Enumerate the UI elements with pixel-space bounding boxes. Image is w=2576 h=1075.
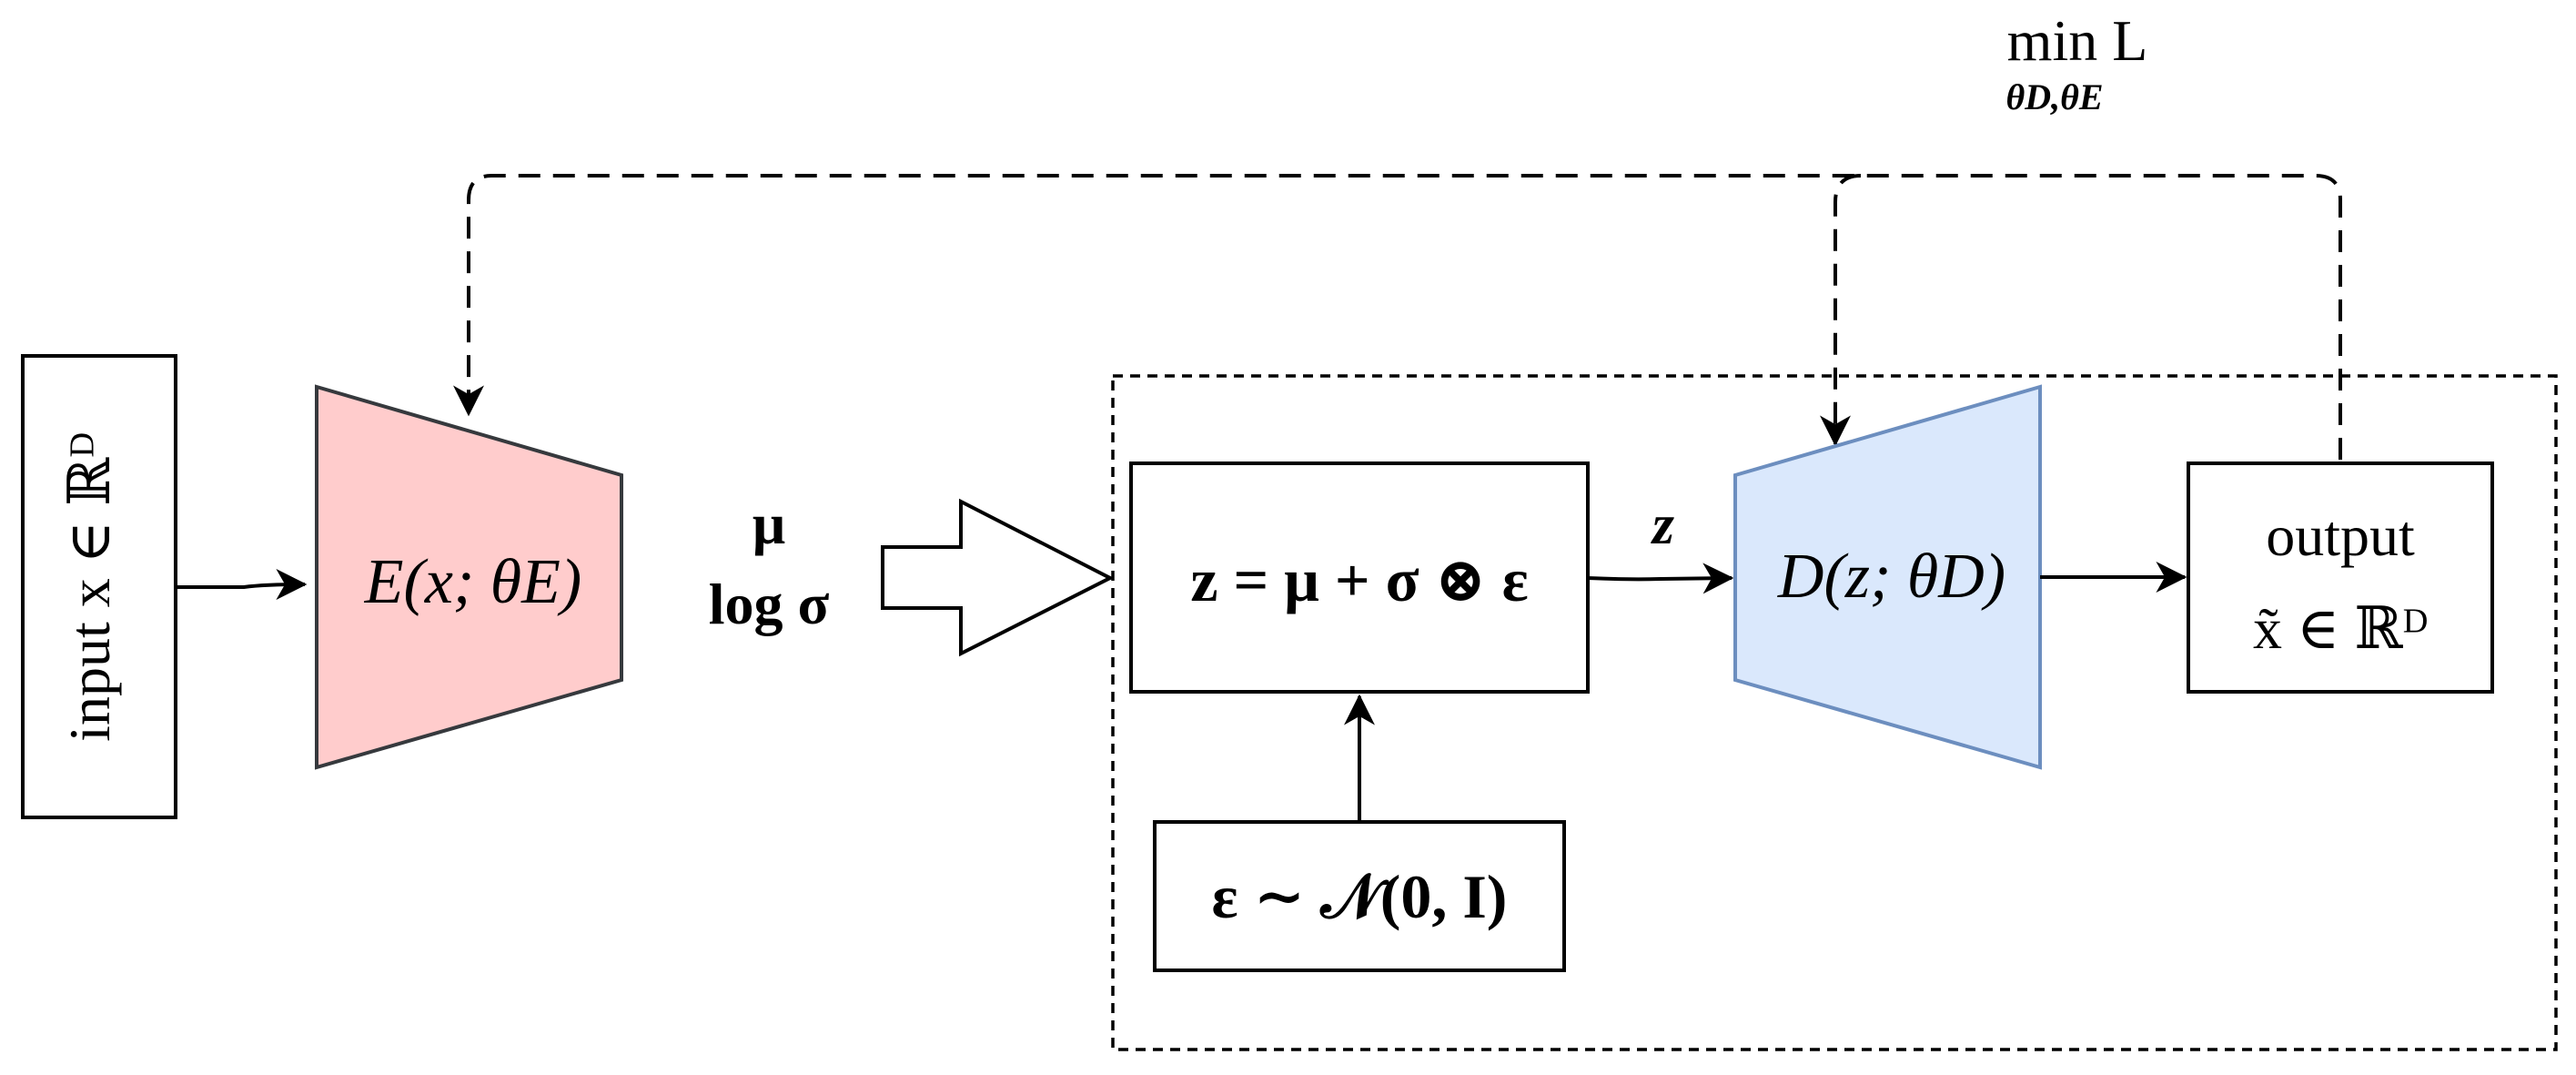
objective-main: min L [2007, 8, 2148, 73]
encoder-block: E(x; θE) [315, 384, 623, 770]
feedback-to-decoder-arrow [1820, 174, 1862, 447]
sampling-decoder-container [1111, 374, 2558, 1051]
output-label-line2: x̃ ∈ ℝᴰ [2253, 596, 2428, 661]
reparam-label: z = μ + σ ⊗ ε [1190, 545, 1528, 614]
feedback-loop [453, 174, 2342, 460]
encoder-output-arrow [881, 498, 1115, 657]
objective-subscript: θD,θE [2005, 76, 2103, 117]
reparam-box: z = μ + σ ⊗ ε [1129, 461, 1590, 694]
encoder-shape [315, 384, 623, 770]
decoder-block: D(z; θD) [1733, 384, 2042, 770]
input-to-encoder-arrow [176, 569, 308, 601]
output-label-line1: output [2266, 503, 2415, 568]
noise-label: ε ∼ 𝒩(0, I) [1212, 862, 1508, 931]
decoder-shape [1733, 384, 2042, 770]
reparam-to-decoder-arrow [1587, 563, 1734, 594]
z-label: z [1651, 494, 1674, 556]
decoder-label: D(z; θD) [1777, 542, 2005, 612]
log-sigma-label: log σ [709, 572, 830, 636]
input-label: input x ∈ ℝᴰ [57, 432, 122, 742]
noise-box: ε ∼ 𝒩(0, I) [1153, 820, 1566, 972]
objective-label: min L θD,θE [2005, 8, 2147, 117]
input-box: input x ∈ ℝᴰ [21, 354, 177, 819]
encoder-label: E(x; θE) [364, 547, 581, 617]
feedback-to-encoder-arrow [453, 174, 2342, 460]
mu-label: μ [753, 492, 785, 556]
output-box: output x̃ ∈ ℝᴰ [2187, 461, 2494, 694]
